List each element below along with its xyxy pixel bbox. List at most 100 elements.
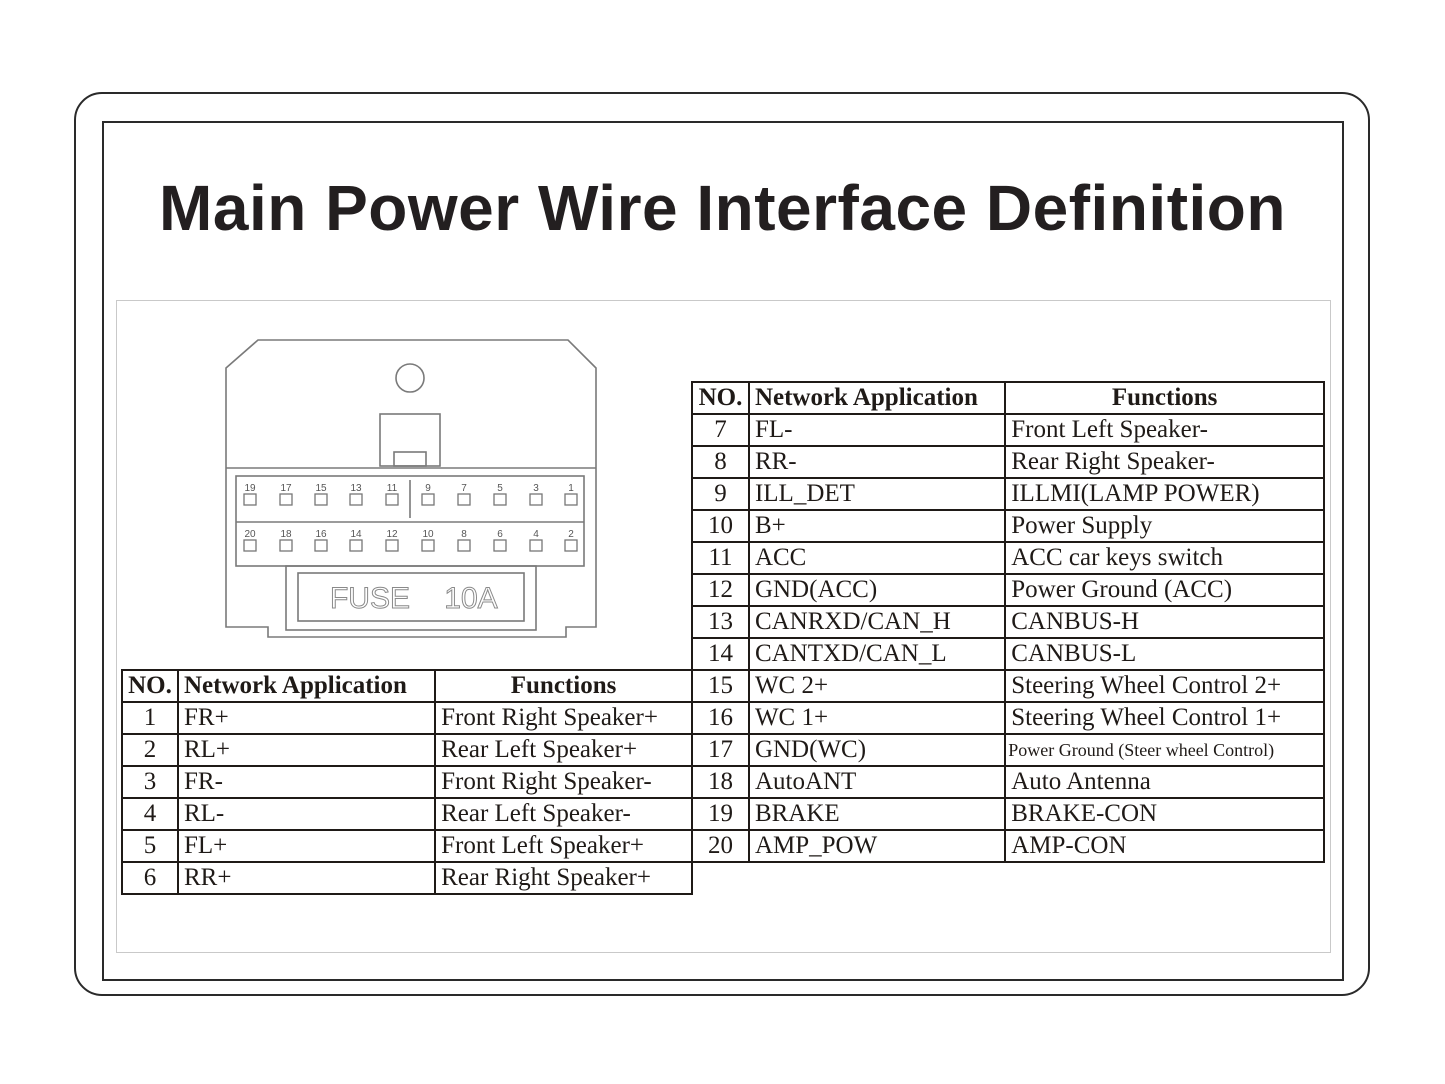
network-application: CANTXD/CAN_L: [747, 637, 1007, 671]
fuse-window: [297, 572, 525, 622]
table-header-row: NO. Network Application Functions: [691, 381, 1325, 415]
network-application: CANRXD/CAN_H: [747, 605, 1007, 639]
header-functions: Functions: [434, 669, 693, 703]
header-no: NO.: [121, 669, 179, 703]
pin-socket: [385, 493, 399, 506]
pin-number: 16: [691, 701, 750, 735]
function: CANBUS-H: [1004, 605, 1325, 639]
pin-socket: [564, 539, 578, 552]
pin-label: 15: [315, 483, 327, 494]
network-application: RL+: [176, 733, 437, 767]
network-application: AMP_POW: [747, 829, 1007, 863]
pin-socket: [314, 493, 328, 506]
pin-number: 18: [691, 765, 750, 799]
network-application: FR-: [176, 765, 437, 799]
pin-socket: [279, 493, 293, 506]
pin-label: 12: [386, 529, 398, 540]
pin-number: 4: [121, 797, 179, 831]
pin-socket: [493, 539, 507, 552]
pin-number: 8: [691, 445, 750, 479]
network-application: RR+: [176, 861, 437, 895]
pin-label: 17: [280, 483, 292, 494]
pin-number: 2: [121, 733, 179, 767]
pin-label: 9: [425, 483, 431, 494]
pin-label: 5: [497, 483, 503, 494]
network-application: GND(ACC): [747, 573, 1007, 607]
function: Front Left Speaker-: [1004, 413, 1325, 447]
pin-number: 12: [691, 573, 750, 607]
function: BRAKE-CON: [1004, 797, 1325, 831]
pin-label: 19: [244, 483, 256, 494]
function: CANBUS-L: [1004, 637, 1325, 671]
function: Auto Antenna: [1004, 765, 1325, 799]
diagram-panel: [116, 300, 1331, 953]
fuse-label: FUSE: [330, 582, 410, 615]
function: Front Left Speaker+: [434, 829, 693, 863]
function: AMP-CON: [1004, 829, 1325, 863]
pin-number: 9: [691, 477, 750, 511]
table-header-row: NO. Network Application Functions: [121, 669, 693, 703]
pin-socket: [564, 493, 578, 506]
mounting-hole: [395, 363, 425, 393]
function: ACC car keys switch: [1004, 541, 1325, 575]
network-application: FR+: [176, 701, 437, 735]
network-application: RR-: [747, 445, 1007, 479]
function: Rear Right Speaker-: [1004, 445, 1325, 479]
pin-socket: [279, 539, 293, 552]
pin-label: 14: [350, 529, 362, 540]
pin-socket: [349, 539, 363, 552]
pin-label: 16: [315, 529, 327, 540]
pin-label: 11: [387, 483, 398, 494]
pin-number: 15: [691, 669, 750, 703]
function: Front Right Speaker-: [434, 765, 693, 799]
pin-number: 1: [121, 701, 179, 735]
function: Rear Right Speaker+: [434, 861, 693, 895]
pin-socket: [349, 493, 363, 506]
pin-socket: [457, 539, 471, 552]
pin-label: 20: [244, 529, 256, 540]
network-application: WC 1+: [747, 701, 1007, 735]
function: Power Supply: [1004, 509, 1325, 543]
pin-number: 5: [121, 829, 179, 863]
pin-label: 4: [533, 529, 539, 540]
pin-socket: [243, 493, 257, 506]
connector-housing: [225, 339, 597, 638]
pin-number: 6: [121, 861, 179, 895]
pin-label: 8: [461, 529, 467, 540]
pin-number: 3: [121, 765, 179, 799]
header-network-application: Network Application: [176, 669, 437, 703]
network-application: ACC: [747, 541, 1007, 575]
function: Steering Wheel Control 1+: [1004, 701, 1325, 735]
fuse-rating: 10A: [444, 582, 497, 615]
function: Power Ground (ACC): [1004, 573, 1325, 607]
function: Front Right Speaker+: [434, 701, 693, 735]
pin-socket: [421, 493, 435, 506]
pin-socket: [493, 493, 507, 506]
network-application: FL+: [176, 829, 437, 863]
pin-label: 18: [280, 529, 292, 540]
pin-socket: [421, 539, 435, 552]
pin-label: 1: [568, 483, 574, 494]
fuse-recess: [285, 565, 537, 631]
network-application: WC 2+: [747, 669, 1007, 703]
pin-socket: [457, 493, 471, 506]
